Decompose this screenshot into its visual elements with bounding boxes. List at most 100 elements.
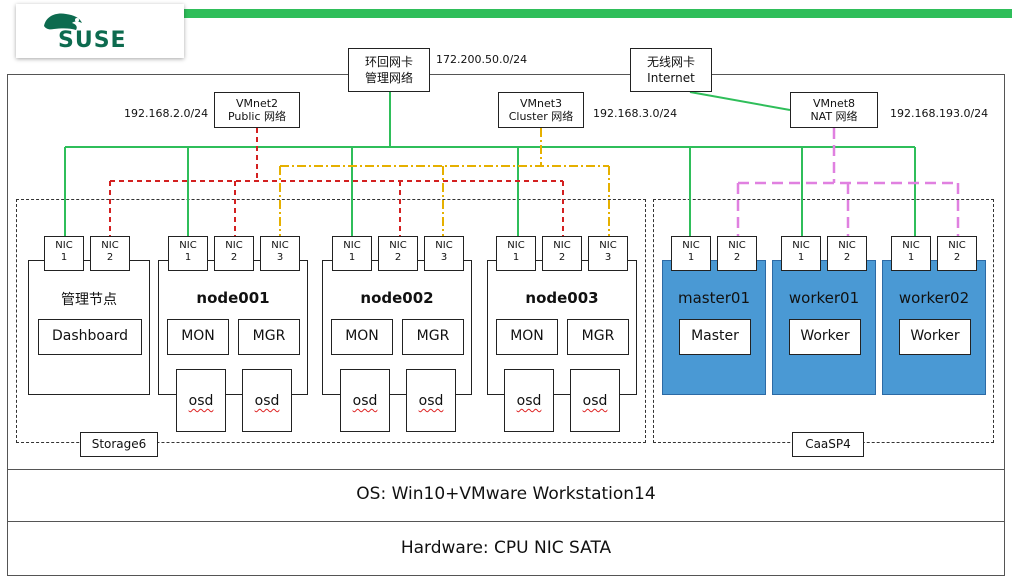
vmnet2-line1: VMnet2 [235, 97, 279, 110]
master01-title: master01 [678, 289, 750, 307]
worker02-role: Worker [899, 319, 971, 355]
node003-title: node003 [525, 289, 599, 307]
nic-label: NIC [599, 240, 617, 251]
dashboard-box: Dashboard [38, 319, 142, 355]
loopback-line2: 管理网络 [364, 71, 413, 85]
nic-label: NIC [343, 240, 361, 251]
nic-label: NIC [553, 240, 571, 251]
nic-label: NIC [271, 240, 289, 251]
node001-mon: MON [167, 319, 229, 355]
cluster-network-lines [279, 128, 610, 236]
nic-label: NIC [728, 240, 746, 251]
osd-label: osd [254, 393, 280, 409]
node001-osd-1: osd [176, 369, 226, 432]
vmnet8-line2: NAT 网络 [810, 110, 858, 123]
vmnet3-subnet: 192.168.3.0/24 [593, 107, 678, 120]
osd-label: osd [516, 393, 542, 409]
nic-label: NIC [948, 240, 966, 251]
nic-number: 3 [604, 252, 612, 263]
worker01-node: worker01 Worker [772, 260, 876, 395]
node002-osd-1: osd [340, 369, 390, 432]
public-network-lines [109, 128, 564, 236]
node001-mgr: MGR [238, 319, 300, 355]
node002-mon: MON [331, 319, 393, 355]
nic-number: 1 [184, 252, 192, 263]
osd-label: osd [188, 393, 214, 409]
node001-title: node001 [196, 289, 270, 307]
loopback-line1: 环回网卡 [364, 55, 413, 69]
vmnet8-subnet: 192.168.193.0/24 [890, 107, 989, 120]
nic-number: 1 [907, 252, 915, 263]
vmnet2-box: VMnet2 Public 网络 [214, 92, 300, 128]
node003-mon: MON [496, 319, 558, 355]
storage6-label: Storage6 [80, 432, 158, 457]
node001-osd-2: osd [242, 369, 292, 432]
worker01-role: Worker [789, 319, 861, 355]
node002-title: node002 [360, 289, 434, 307]
storage6-group [16, 199, 646, 443]
nic-label: NIC [389, 240, 407, 251]
nic-label: NIC [435, 240, 453, 251]
vmnet8-line1: VMnet8 [812, 97, 856, 110]
osd-label: osd [352, 393, 378, 409]
worker02-node: worker02 Worker [882, 260, 986, 395]
vmnet2-line2: Public 网络 [227, 110, 287, 123]
nic-number: 1 [687, 252, 695, 263]
nic-label: NIC [838, 240, 856, 251]
nic-number: 2 [558, 252, 566, 263]
nic-label: NIC [507, 240, 525, 251]
master01-role: Master [679, 319, 751, 355]
vmnet3-line2: Cluster 网络 [508, 110, 574, 123]
suse-logo: SUSE [16, 4, 184, 58]
vmnet3-line1: VMnet3 [519, 97, 563, 110]
worker01-title: worker01 [788, 289, 860, 307]
nic-number: 2 [733, 252, 741, 263]
nic-number: 2 [953, 252, 961, 263]
worker02-title: worker02 [898, 289, 970, 307]
loopback-subnet: 172.200.50.0/24 [436, 53, 528, 66]
nic-label: NIC [792, 240, 810, 251]
osd-label: osd [582, 393, 608, 409]
loopback-nic-box: 环回网卡 管理网络 [348, 48, 430, 92]
mgmt-network-lines [64, 91, 916, 236]
vmnet8-box: VMnet8 NAT 网络 [790, 92, 878, 128]
nic-label: NIC [179, 240, 197, 251]
nic-label: NIC [101, 240, 119, 251]
nic-label: NIC [902, 240, 920, 251]
nic-number: 3 [276, 252, 284, 263]
hardware-layer-text: Hardware: CPU NIC SATA [400, 538, 612, 558]
os-layer-text: OS: Win10+VMware Workstation14 [356, 484, 656, 504]
nic-number: 2 [394, 252, 402, 263]
caasp4-label: CaaSP4 [792, 432, 864, 457]
wireless-nic-box: 无线网卡 Internet [630, 48, 712, 92]
node002-mgr: MGR [402, 319, 464, 355]
master01-node: master01 Master [662, 260, 766, 395]
nic-number: 1 [348, 252, 356, 263]
nat-network-lines [736, 128, 960, 236]
chameleon-icon [44, 13, 82, 30]
node003-osd-1: osd [504, 369, 554, 432]
nic-number: 1 [512, 252, 520, 263]
nic-number: 2 [843, 252, 851, 263]
nic-number: 3 [440, 252, 448, 263]
nic-label: NIC [55, 240, 73, 251]
wireless-line2: Internet [647, 71, 695, 85]
nic-number: 2 [106, 252, 114, 263]
vmnet2-subnet: 192.168.2.0/24 [124, 107, 209, 120]
